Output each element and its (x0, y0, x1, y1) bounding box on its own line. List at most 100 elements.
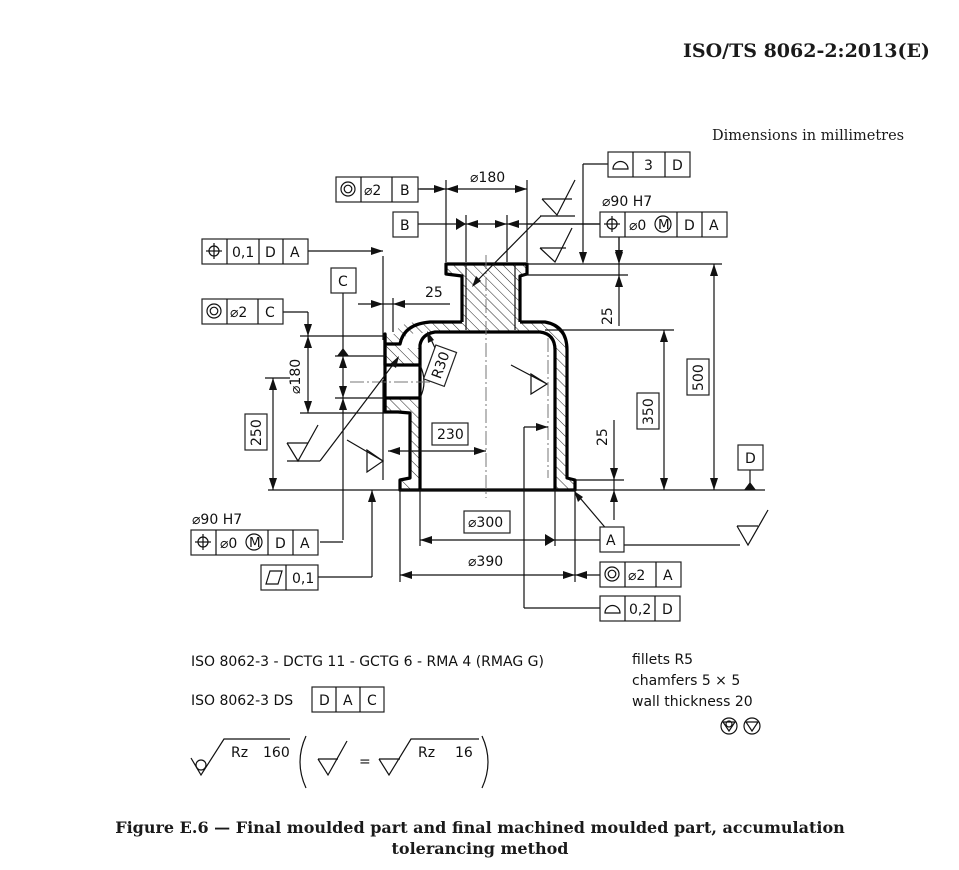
general-notes: ISO 8062-3 - DCTG 11 - GCTG 6 - RMA 4 (R… (190, 652, 761, 789)
dimension-values: ⌀180 25 25 ⌀180 R30 250 230 350 500 25 ⌀… (244, 170, 710, 570)
note-line-1: ISO 8062-3 - DCTG 11 - GCTG 6 - RMA 4 (R… (191, 654, 544, 670)
dim-dia-390: ⌀390 (468, 554, 503, 570)
dim-500: 500 (686, 358, 710, 396)
fcf-label: ⌀90 H7 (602, 194, 652, 210)
mmc-modifier-icon (654, 215, 672, 233)
dim-250: 250 (244, 413, 268, 451)
surface-profile-icon (604, 604, 621, 614)
surface-symbol-cavity-right (510, 364, 549, 396)
roughness-machined-rz-symbol: Rz 16 (378, 738, 479, 777)
surface-symbol-top-2 (539, 227, 573, 263)
paren-open (299, 735, 307, 789)
mmc-modifier-icon (245, 533, 263, 551)
svg-text:A: A (606, 533, 616, 549)
surface-texture-symbols (286, 179, 769, 547)
dim-top-25: 25 (600, 307, 616, 325)
datum-c: C (330, 267, 357, 294)
concentricity-icon (340, 181, 356, 197)
svg-text:⌀0: ⌀0 (629, 218, 646, 234)
figure-caption: Figure E.6 — Final moulded part and fina… (60, 817, 900, 859)
fcf-flatness: 0,1 (260, 564, 319, 591)
svg-text:⌀0: ⌀0 (220, 536, 237, 552)
dim-right-25: 25 (595, 428, 611, 446)
ds-datum-frame: D A C (311, 686, 385, 713)
svg-text:⌀2: ⌀2 (628, 568, 645, 584)
fcf-label: ⌀90 H7 (192, 512, 242, 528)
svg-text:Rz: Rz (231, 745, 248, 761)
dim-dia-180-top: ⌀180 (470, 170, 505, 186)
svg-text:⌀300: ⌀300 (468, 515, 503, 531)
paren-close (481, 735, 489, 789)
concentricity-icon (206, 303, 222, 319)
surface-symbol-base (736, 509, 769, 547)
surface-symbol-left (286, 424, 320, 463)
equals-sign: = (359, 754, 371, 770)
svg-text:3: 3 (644, 158, 653, 174)
svg-text:A: A (343, 693, 353, 709)
svg-text:160: 160 (263, 745, 290, 761)
position-icon (604, 216, 620, 232)
svg-text:A: A (709, 218, 719, 234)
fcf-concentricity-c: ⌀2 C (201, 298, 284, 325)
note-line-2-prefix: ISO 8062-3 DS (191, 693, 293, 709)
svg-text:C: C (265, 305, 275, 321)
svg-text:C: C (367, 693, 377, 709)
svg-text:230: 230 (437, 427, 464, 443)
svg-text:A: A (300, 536, 310, 552)
cast-surface-icon (720, 717, 738, 735)
fcf-concentricity-a: ⌀2 A (599, 561, 682, 588)
svg-text:⌀2: ⌀2 (230, 305, 247, 321)
datum-b: B (392, 211, 419, 238)
fcf-tolerance: ⌀2 (364, 183, 381, 199)
svg-text:A: A (290, 245, 300, 261)
concentricity-icon (604, 566, 620, 582)
dim-left-25: 25 (425, 285, 443, 301)
fcf-surface-profile-bottom: 0,2 D (599, 595, 681, 622)
dimension-lines (265, 163, 765, 609)
position-icon (195, 534, 211, 550)
svg-text:D: D (672, 158, 683, 174)
fcf-concentricity-b: ⌀2 B (335, 176, 434, 203)
position-icon (206, 243, 222, 259)
dim-r30: R30 (422, 344, 458, 388)
dim-dia-180-side: ⌀180 (288, 359, 304, 394)
fcf-datum: B (400, 183, 410, 199)
machined-surface-icon (743, 717, 761, 735)
surface-profile-icon (612, 160, 629, 170)
svg-text:350: 350 (641, 398, 657, 425)
svg-text:D: D (684, 218, 695, 234)
svg-text:C: C (338, 274, 348, 290)
svg-text:D: D (265, 245, 276, 261)
fcf-surface-profile-top: 3 D (607, 151, 691, 178)
figure-caption-line-1: Figure E.6 — Final moulded part and fina… (115, 818, 845, 837)
svg-text:B: B (400, 218, 410, 234)
dim-230: 230 (431, 422, 469, 446)
note-fillets: fillets R5 (632, 652, 693, 668)
dim-dia-300: ⌀300 (463, 510, 511, 534)
svg-text:16: 16 (455, 745, 473, 761)
note-wall-thickness: wall thickness 20 (632, 694, 753, 710)
fcf-position-top-left: 0,1 D A (201, 238, 309, 265)
roughness-machined-symbol (317, 740, 348, 777)
svg-text:0,2: 0,2 (629, 602, 651, 618)
svg-text:M: M (249, 535, 261, 551)
datum-d: D (737, 444, 764, 471)
svg-text:M: M (658, 217, 670, 233)
part-section (350, 255, 577, 498)
svg-text:D: D (319, 693, 330, 709)
svg-text:D: D (745, 451, 756, 467)
roughness-cast-symbol: Rz 160 (190, 738, 290, 777)
svg-text:D: D (662, 602, 673, 618)
svg-text:0,1: 0,1 (232, 245, 254, 261)
surface-symbol-cavity-left (346, 439, 385, 474)
svg-text:D: D (275, 536, 286, 552)
fcf-position-top-right: ⌀90 H7 ⌀0 M D A (599, 194, 728, 238)
fcf-position-bottom-left: ⌀90 H7 ⌀0 M D A (190, 512, 319, 556)
svg-text:500: 500 (691, 364, 707, 391)
datum-a: A (599, 526, 625, 553)
svg-text:0,1: 0,1 (292, 571, 314, 587)
figure-caption-line-2: tolerancing method (391, 839, 569, 858)
surface-symbol-top-1 (541, 179, 576, 217)
flatness-icon (265, 570, 283, 585)
